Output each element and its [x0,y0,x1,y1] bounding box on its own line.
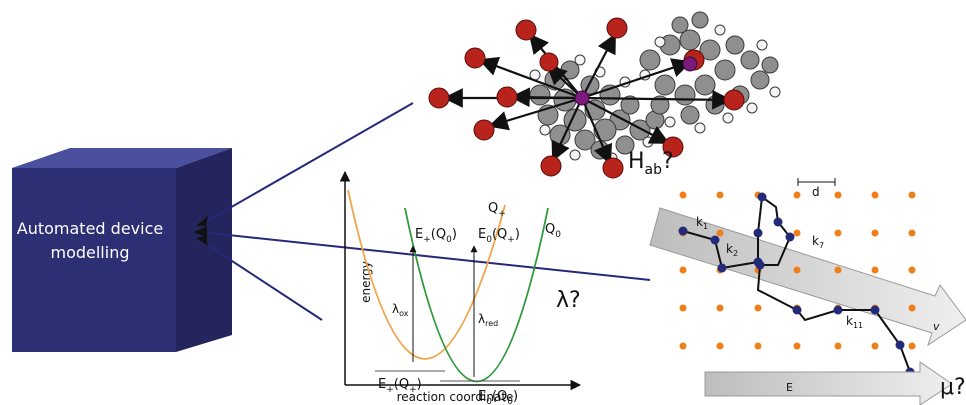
lattice-dots [679,191,916,350]
lattice-dot [679,304,687,312]
lattice-dot [834,266,842,274]
lattice-dot [679,191,687,199]
velocity-arrow [649,207,966,347]
lattice-dot [793,229,801,237]
q-zero-label: Q0 [545,222,561,240]
molecule-figure: Hab? [428,11,781,179]
lattice-dot [834,229,842,237]
connector-arrowheads [194,216,208,246]
lattice-dot [679,266,687,274]
lattice-figure: d k1 k2 k7 k11 v E μ? [649,178,966,405]
lattice-dot [871,342,879,350]
lattice-dot [754,304,762,312]
d-label: d [812,185,820,199]
lattice-dot [908,266,916,274]
device-box-front [12,168,176,352]
device-box: Automated device modelling [12,148,232,352]
e-plus-qplus-label: E+(Q+) [378,377,422,395]
q-plus-label: Q+ [488,201,506,219]
field-label: E [786,381,793,394]
lattice-dot [834,342,842,350]
hab-question: Hab? [628,149,674,178]
device-box-side [176,148,232,352]
lattice-dot [793,342,801,350]
lattice-dot [908,342,916,350]
e0-q0-label: E0(Q0) [478,389,518,405]
lattice-dot [716,229,724,237]
connector-lines [199,102,651,321]
k1-label: k1 [696,215,708,231]
molecule-second-center [682,56,698,72]
lattice-dot [908,229,916,237]
k7-label: k7 [812,234,824,250]
arrowhead-middle [194,226,207,238]
device-box-top [12,148,232,168]
arrowhead-top [196,216,208,226]
lattice-dot [793,191,801,199]
molecule-center-atom [574,90,590,106]
lattice-dot [834,191,842,199]
k11-label: k11 [846,314,863,330]
e-plus-q0-label: E+(Q0) [415,227,457,245]
hopping-nodes [678,192,915,377]
hopping-path [682,195,911,373]
connector-energy [199,239,323,321]
k2-label: k2 [726,242,738,258]
connector-molecule [199,102,414,226]
lattice-dot [716,304,724,312]
molecule-red-atoms [428,17,745,179]
molecule-hydrogens [529,24,781,164]
lattice-dot [871,229,879,237]
device-box-label-line2: modelling [50,243,129,262]
lattice-dot [754,342,762,350]
orange-curve [347,189,506,360]
lambda-question: λ? [556,288,581,313]
e0-qplus-label: E0(Q+) [478,227,520,245]
lambda-red-label: λred [478,312,498,328]
lattice-dot [716,342,724,350]
lattice-dot [679,342,687,350]
field-arrow [704,361,953,405]
v-label: v [933,320,940,333]
arrowhead-bottom [196,236,208,246]
lattice-dot [793,266,801,274]
device-box-label-line1: Automated device [17,219,163,238]
lattice-dot [871,266,879,274]
lambda-ox-label: λox [392,302,409,318]
connector-lattice [199,231,651,281]
lattice-dot [908,191,916,199]
lattice-dot [908,304,916,312]
energy-axis-label: energy [359,261,373,303]
lattice-dot [871,191,879,199]
lattice-dot [716,191,724,199]
reaction-coordinate-label: reaction coordinate [397,390,514,404]
mu-question: μ? [940,375,966,400]
energy-diagram: energy reaction coordinate Q+ Q0 E+(Q0) … [339,170,582,405]
